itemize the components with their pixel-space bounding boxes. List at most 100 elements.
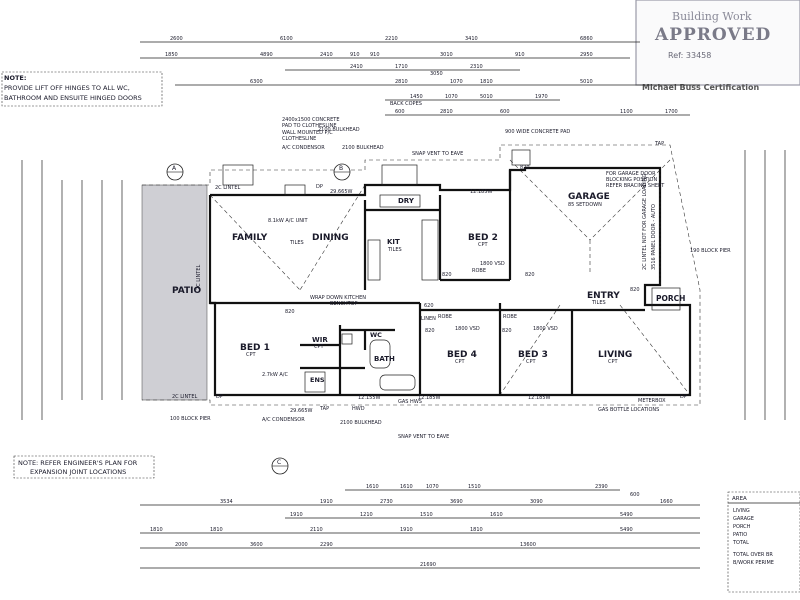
callout-text: 29.665W [290, 408, 312, 414]
callout-text: TAP [654, 141, 664, 147]
bathroom-fixtures [304, 333, 416, 393]
door-width-label: 820 [425, 328, 435, 334]
dim-label: 2000 [175, 542, 188, 548]
callout-text: CLOTHESLINE [282, 136, 316, 142]
callout-text: 12.185W [470, 189, 492, 195]
dim-label: 3600 [250, 542, 263, 548]
callout-text: REFER BRACING SHEET [606, 183, 665, 189]
floor-finish-label: CPT [455, 359, 466, 365]
area-row-label: PORCH [733, 524, 751, 530]
callout-text: 12.185W [418, 395, 440, 401]
door-width-label: 820 [502, 328, 512, 334]
door-width-label: 620 [424, 303, 434, 309]
callout-text: WRAP DOWN KITCHEN [310, 295, 366, 301]
stamp-certifier: Michael Buss Certification [642, 83, 760, 92]
callout-text: TAP [319, 406, 329, 412]
back-copes-label: BACK COPES [390, 101, 422, 107]
room-label-wir: WIR [312, 336, 328, 344]
floor-finish-label: TILES [387, 247, 402, 253]
callout-text: 2C LINTEL [196, 265, 202, 290]
dim-label: 6100 [280, 36, 293, 42]
dim-label: 2950 [580, 52, 593, 58]
section-marker-top: A [166, 163, 184, 181]
dim-label: 1070 [445, 94, 458, 100]
house-walls [208, 166, 692, 397]
callout-text: BENCHTOP [330, 301, 358, 307]
floor-finish-label: TILES [591, 300, 606, 306]
dim-label: 910 [350, 52, 360, 58]
callout-text: GAS HWS [398, 399, 422, 405]
room-label-ens: ENS [310, 376, 325, 384]
callout-text: 2100 BULKHEAD [340, 420, 382, 426]
room-label-bed2: BED 2 [468, 233, 498, 243]
dim-label: 1450 [410, 94, 423, 100]
dim-label: 1210 [360, 512, 373, 518]
door-width-label: 820 [630, 287, 640, 293]
dim-label: 1850 [165, 52, 178, 58]
callout-text: 29.665W [330, 189, 352, 195]
kitchen-fixtures [367, 194, 439, 281]
callout-text: DP [680, 394, 687, 400]
top-dimension-strings [140, 41, 700, 116]
callout-text: 2400x1500 CONCRETE [282, 117, 340, 123]
room-label-garage: GARAGE [568, 192, 610, 202]
callout-text: DP [316, 184, 323, 190]
dim-label: 3050 [430, 71, 443, 77]
external-fixtures-top [222, 149, 681, 311]
callout-text: ROBE [438, 314, 452, 320]
dim-label: 13600 [520, 542, 536, 548]
area-row-label: B/WORK PERIME [733, 560, 774, 566]
section-marker-mid: B [333, 163, 351, 181]
dim-label: 4890 [260, 52, 273, 58]
dim-label: 600 [395, 109, 405, 115]
patio-slab: PATIO [141, 184, 208, 401]
dim-label: 5490 [620, 527, 633, 533]
floor-finish-label: CPT [246, 352, 257, 358]
bottom-note: NOTE: REFER ENGINEER'S PLAN FOR EXPANSIO… [13, 455, 155, 479]
dim-label: 600 [500, 109, 510, 115]
callout-text: 190 BLOCK PIER [690, 248, 731, 254]
callout-text: ROBE [472, 268, 486, 274]
door-width-label: 820 [442, 272, 452, 278]
callout-text: 100 BLOCK PIER [170, 416, 211, 422]
dim-label: 5490 [620, 512, 633, 518]
bottom-dimension-strings [140, 489, 700, 569]
dim-label: 3534 [220, 499, 233, 505]
dim-label: 1070 [426, 484, 439, 490]
dim-label: 2290 [320, 542, 333, 548]
dim-label: 21690 [420, 562, 436, 568]
area-row-label: LIVING [733, 508, 750, 514]
dim-label: 2390 [595, 484, 608, 490]
area-row-label: TOTAL [732, 540, 749, 546]
dim-label: 1710 [395, 64, 408, 70]
callout-text: 12.155W [358, 395, 380, 401]
callout-text: 2C LINTEL [215, 185, 240, 191]
room-label-bed4: BED 4 [447, 350, 477, 360]
dim-label: 600 [630, 492, 640, 498]
garage-setdown-label: 85 SETDOWN [568, 202, 602, 208]
dim-label: 1970 [535, 94, 548, 100]
right-dimension-strings [744, 150, 786, 420]
stamp-status: APPROVED [654, 25, 771, 45]
callout-text: BLOCKING POSITION [606, 177, 657, 183]
dim-label: 2410 [350, 64, 363, 70]
roof-outline [142, 144, 701, 406]
dim-label: 2810 [395, 79, 408, 85]
stamp-title: Building Work [672, 10, 752, 23]
dim-label: 3010 [440, 52, 453, 58]
dim-label: 1510 [420, 512, 433, 518]
room-label-kitchen: KIT [387, 238, 400, 246]
callout-text: PAD TO CLOTHESLINE [282, 123, 336, 129]
callout-text: 2100 BULKHEAD [318, 127, 360, 133]
floor-finish-label: CPT [526, 359, 537, 365]
door-width-label: 820 [520, 165, 530, 171]
dim-label: 2810 [440, 109, 453, 115]
door-width-label: 820 [525, 272, 535, 278]
dim-label: 2600 [170, 36, 183, 42]
room-label-patio: PATIO [172, 286, 202, 296]
dim-label: 5010 [580, 79, 593, 85]
dim-label: 1910 [320, 499, 333, 505]
room-labels: FAMILY DINING TILES KIT TILES DRY BED 2 … [232, 192, 685, 384]
note-line: NOTE: REFER ENGINEER'S PLAN FOR [18, 459, 138, 467]
area-row-label: PATIO [733, 532, 747, 538]
